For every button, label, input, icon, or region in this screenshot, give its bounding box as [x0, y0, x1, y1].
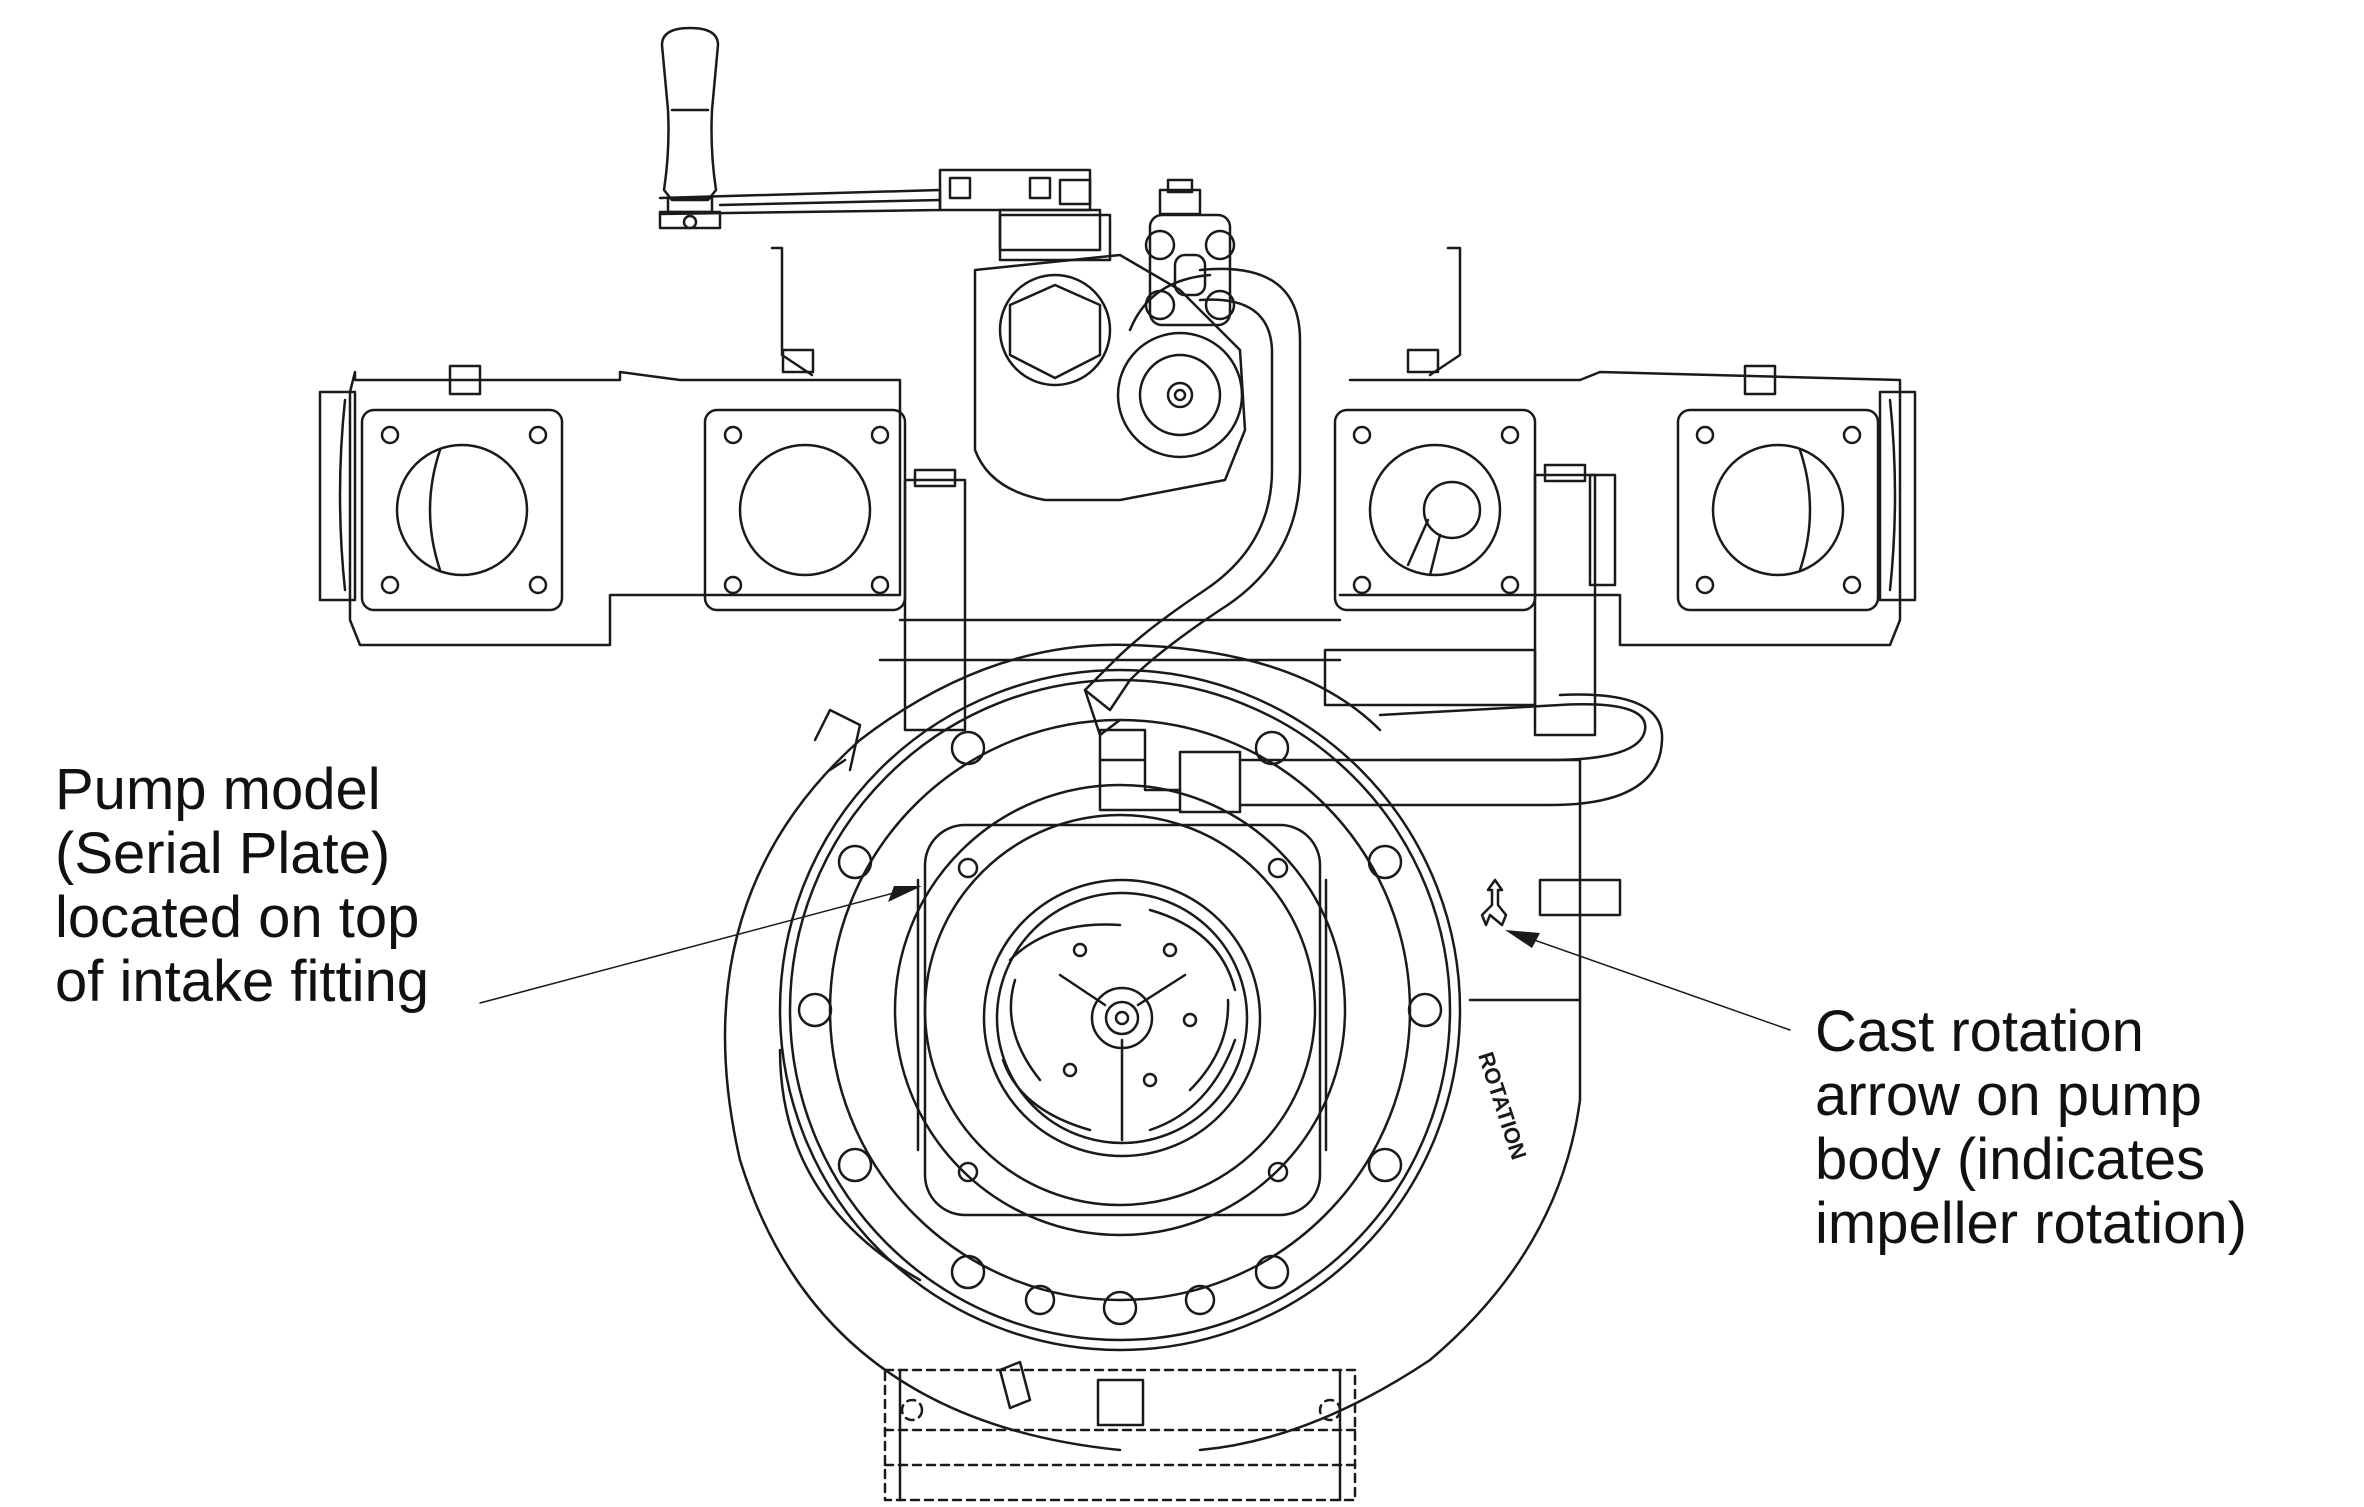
flange-bolt-circle — [797, 730, 1443, 1326]
impeller — [982, 878, 1262, 1158]
priming-valve-body — [973, 213, 1247, 502]
rotation-cast-text: ROTATION — [1473, 1049, 1531, 1163]
serial-plate-callout-line: (Serial Plate) — [55, 821, 391, 886]
leader-arrowheads — [888, 886, 1540, 948]
port-flange-4 — [1676, 408, 1880, 612]
mount-brackets — [770, 246, 1462, 377]
support-columns — [903, 463, 1617, 737]
leader-lines — [479, 889, 1791, 1031]
serial-plate-callout-line: located on top — [55, 885, 420, 950]
rotation-arrow-callout: Cast rotation arrow on pump body (indica… — [1815, 1000, 2247, 1256]
cast-rotation-arrow-icon — [1480, 878, 1622, 927]
port-flange-3 — [1333, 408, 1537, 612]
port-flange-2 — [703, 408, 907, 612]
serial-plate-callout-line: Pump model — [55, 757, 381, 822]
port-flange-1 — [360, 408, 564, 612]
pump-volute — [723, 643, 1582, 1452]
discharge-manifold — [318, 364, 1917, 662]
rotation-arrow-callout-line: body (indicates — [1815, 1127, 2206, 1192]
priming-hose — [1083, 267, 1664, 814]
rotation-arrow-callout-line: Cast rotation — [1815, 999, 2144, 1064]
priming-lever — [658, 26, 1202, 252]
intake-fitting — [916, 823, 1328, 1217]
rotation-arrow-callout-line: arrow on pump — [1815, 1063, 2202, 1128]
rotation-arrow-callout-line: impeller rotation) — [1815, 1191, 2247, 1256]
serial-plate-callout-line: of intake fitting — [55, 949, 429, 1014]
pump-base — [883, 1368, 1357, 1502]
serial-plate-callout: Pump model (Serial Plate) located on top… — [55, 758, 429, 1014]
drain-fitting — [898, 1360, 1342, 1502]
